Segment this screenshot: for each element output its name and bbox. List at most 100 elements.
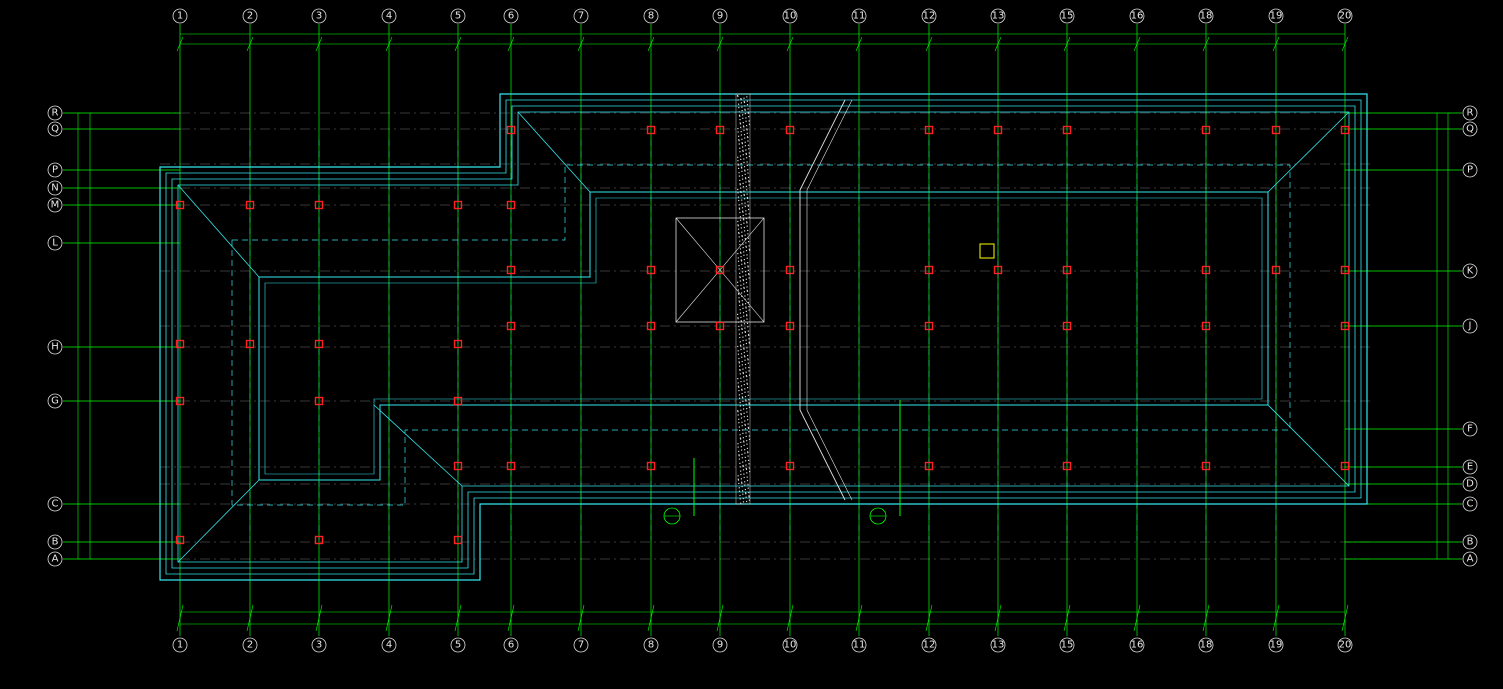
joint-speck (737, 345, 739, 348)
joint-speck (745, 493, 747, 495)
joint-speck (745, 246, 747, 248)
joint-speck (742, 214, 744, 217)
joint-speck (747, 419, 749, 421)
axis-label-row-left: Q (51, 124, 59, 135)
axis-bubble-row (47, 339, 63, 355)
joint-speck (740, 227, 742, 229)
joint-speck (747, 455, 749, 457)
joint-speck (746, 257, 748, 259)
joint-speck (746, 96, 748, 98)
joint-speck (747, 233, 749, 235)
roof-hip-line (1267, 404, 1350, 487)
joint-speck (737, 410, 739, 412)
joint-speck (743, 251, 745, 253)
joint-speck (746, 314, 748, 316)
joint-speck (743, 193, 745, 196)
joint-speck (737, 478, 739, 480)
joint-speck (748, 427, 750, 429)
joint-speck (747, 362, 749, 364)
joint-speck (746, 472, 748, 474)
joint-speck (739, 184, 741, 186)
joint-speck (749, 249, 751, 251)
joint-speck (745, 464, 747, 466)
joint-speck (744, 295, 746, 297)
joint-speck (742, 432, 744, 434)
joint-speck (742, 117, 744, 119)
axis-bubble-col (1337, 637, 1353, 653)
column-marker (1062, 125, 1072, 135)
joint-speck (748, 116, 750, 118)
joint-speck (741, 271, 744, 273)
column-marker (646, 321, 656, 331)
joint-speck (744, 108, 746, 110)
joint-speck (742, 279, 744, 281)
joint-speck (746, 411, 748, 413)
joint-speck (748, 435, 750, 437)
column-marker (1201, 461, 1211, 471)
joint-speck (746, 375, 748, 378)
column-marker (1062, 461, 1072, 471)
joint-speck (748, 491, 750, 494)
joint-speck (740, 381, 742, 383)
joint-speck (745, 403, 747, 405)
joint-speck (748, 334, 750, 336)
building-outline-ring (177, 111, 1350, 563)
joint-speck (737, 192, 739, 194)
joint-speck (742, 210, 744, 212)
axis-bubble-row (1462, 534, 1478, 550)
column-marker (924, 321, 934, 331)
skylight-diagonal (675, 217, 765, 323)
joint-speck (740, 438, 742, 440)
joint-speck (739, 397, 741, 399)
joint-speck (737, 163, 739, 165)
joint-speck (739, 498, 741, 500)
joint-speck (738, 140, 740, 142)
joint-speck (737, 281, 739, 283)
joint-speck (740, 191, 742, 193)
joint-speck (738, 111, 740, 113)
joint-speck (742, 243, 744, 245)
joint-speck (738, 143, 740, 145)
joint-speck (748, 273, 750, 275)
joint-speck (742, 182, 744, 184)
joint-speck (746, 221, 748, 223)
joint-speck (746, 136, 749, 138)
joint-speck (744, 105, 746, 107)
joint-speck (748, 184, 750, 186)
joint-speck (742, 122, 744, 124)
axis-label-row-right: K (1467, 266, 1474, 277)
joint-speck (738, 139, 740, 141)
building-outline-ring (171, 105, 1356, 569)
joint-speck (744, 169, 746, 171)
joint-speck (748, 245, 750, 247)
joint-speck (743, 408, 745, 410)
joint-speck (737, 128, 739, 130)
axis-label-row-left: H (51, 342, 59, 353)
joint-speck (739, 122, 741, 124)
joint-speck (739, 369, 741, 371)
axis-label-col-bottom: 2 (247, 640, 253, 651)
axis-label-row-left: B (52, 537, 59, 548)
joint-speck (739, 244, 741, 246)
joint-speck (742, 280, 745, 282)
joint-speck (744, 327, 746, 329)
joint-speck (737, 225, 739, 227)
axis-label-col-bottom: 9 (717, 640, 723, 651)
joint-speck (739, 309, 741, 311)
axis-bubble-row (47, 105, 63, 121)
joint-speck (745, 282, 748, 284)
axis-bubble-col (242, 8, 258, 24)
joint-speck (744, 424, 746, 426)
joint-speck (738, 167, 740, 169)
joint-speck (743, 226, 745, 229)
joint-speck (738, 232, 740, 235)
joint-speck (744, 109, 746, 111)
axis-label-col-top: 10 (784, 11, 797, 22)
joint-speck (744, 396, 747, 398)
axis-bubble-row (1462, 263, 1478, 279)
axis-label-col-top: 1 (177, 11, 183, 22)
joint-speck (743, 158, 745, 160)
joint-speck (745, 468, 748, 470)
joint-speck (739, 494, 741, 497)
